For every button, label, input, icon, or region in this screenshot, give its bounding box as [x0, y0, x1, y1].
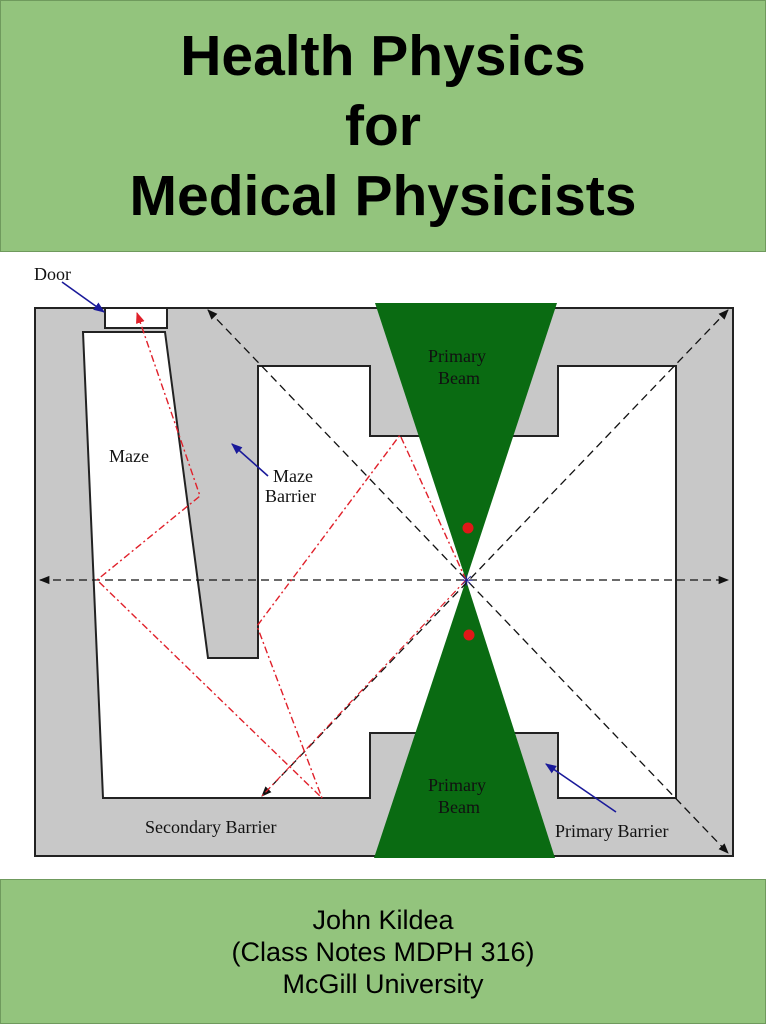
diagonal-axis-2	[261, 309, 729, 797]
source-point-upper	[462, 522, 474, 534]
author-name: John Kildea	[312, 904, 454, 935]
bunker-diagram: ✳ Door Maze Maze Barrier Primary Beam Pr…	[34, 264, 734, 858]
scatter-path-direct	[261, 579, 467, 797]
isocenter-marker: ✳	[460, 571, 473, 590]
maze-barrier-label-2: Barrier	[265, 486, 316, 506]
maze-label: Maze	[109, 446, 149, 466]
secondary-barrier-label: Secondary Barrier	[145, 817, 276, 837]
maze-barrier-pointer	[231, 443, 269, 477]
author-banner: John Kildea (Class Notes MDPH 316) McGil…	[0, 879, 766, 1024]
institution-name: McGill University	[282, 968, 484, 999]
title-banner: Health Physics for Medical Physicists	[0, 0, 766, 252]
scatter-path-maze	[95, 311, 467, 799]
course-note: (Class Notes MDPH 316)	[231, 936, 535, 967]
door	[104, 307, 168, 329]
primary-beam-top-label-1: Primary	[428, 346, 486, 366]
title-line-3: Medical Physicists	[129, 164, 637, 228]
title-line-2: for	[345, 94, 421, 158]
primary-beam-top-label-2: Beam	[438, 368, 480, 388]
primary-beam-bottom-label-1: Primary	[428, 775, 486, 795]
title-line-1: Health Physics	[180, 24, 586, 88]
door-label: Door	[34, 264, 71, 284]
primary-beam-bottom-label-2: Beam	[438, 797, 480, 817]
primary-barrier-pointer	[545, 763, 617, 813]
maze-barrier-label-1: Maze	[273, 466, 313, 486]
door-pointer	[61, 281, 105, 313]
source-point-lower	[463, 629, 475, 641]
primary-barrier-label: Primary Barrier	[555, 821, 668, 841]
